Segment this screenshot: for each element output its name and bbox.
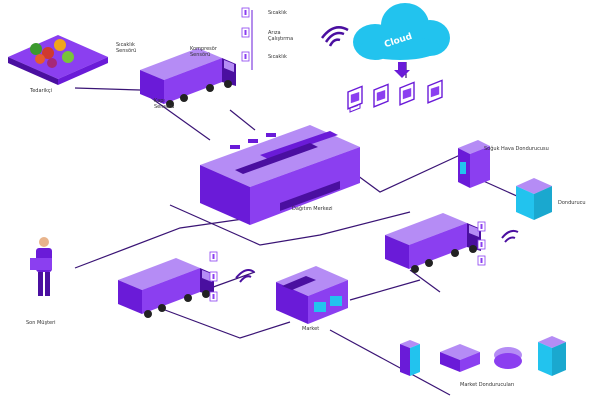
compressor-sensor-label: Kompresör Sensörü: [190, 46, 217, 58]
alert-label-1: Sıcaklık: [268, 10, 287, 16]
wifi-bottom-icon: [235, 269, 255, 283]
freezer-unit: [516, 178, 552, 220]
line-right-truck-down: [409, 269, 441, 293]
alert-label-2: Arıza Çalıştırma: [268, 30, 294, 42]
bottom-sensors: [209, 251, 218, 302]
cold-storage-unit: [458, 140, 490, 188]
line-dc-to-customer: [74, 217, 251, 269]
market-label: Market: [302, 326, 320, 332]
alert-label-3: Sıcaklık: [268, 54, 287, 60]
wifi-icon: [321, 26, 349, 47]
line-market-to-freezers: [329, 329, 451, 396]
alert-tablets: [241, 7, 253, 70]
truck-right: [385, 213, 481, 273]
dashboard-panels: [347, 79, 443, 113]
cloud-icon: [353, 3, 450, 78]
supplier-label: Tedarikçi: [30, 88, 52, 94]
cold-storage-label: Soğuk Hava Dondurucusu: [484, 146, 549, 152]
freezer-label: Dondurucu: [558, 200, 586, 206]
truck-bottom: [118, 258, 214, 318]
line-left-truck-to-market: [164, 309, 291, 339]
right-sensors: [477, 221, 486, 266]
line-supplier-to-dc: [74, 87, 211, 141]
line-dc-down: [169, 204, 411, 246]
wifi-right-icon: [501, 229, 519, 243]
market-freezers: [400, 336, 566, 376]
market-building: [276, 266, 348, 324]
temperature-sensor-label: Sıcaklık Sensörü: [116, 42, 137, 54]
line-truck-to-dc: [229, 109, 256, 131]
supplier-tray: [8, 35, 108, 85]
end-customer-person: [30, 237, 52, 296]
distribution-center-label: Dağıtım Merkezi: [292, 206, 333, 212]
door-sensor-label: Kapı Sensörü: [154, 98, 175, 110]
distribution-center: [200, 125, 360, 225]
line-market-to-rightside: [349, 279, 421, 301]
end-customer-label: Son Müşteri: [26, 320, 56, 326]
market-freezers-label: Market Dondurucuları: [460, 382, 515, 388]
line-dc-to-coldstorage: [349, 154, 461, 193]
